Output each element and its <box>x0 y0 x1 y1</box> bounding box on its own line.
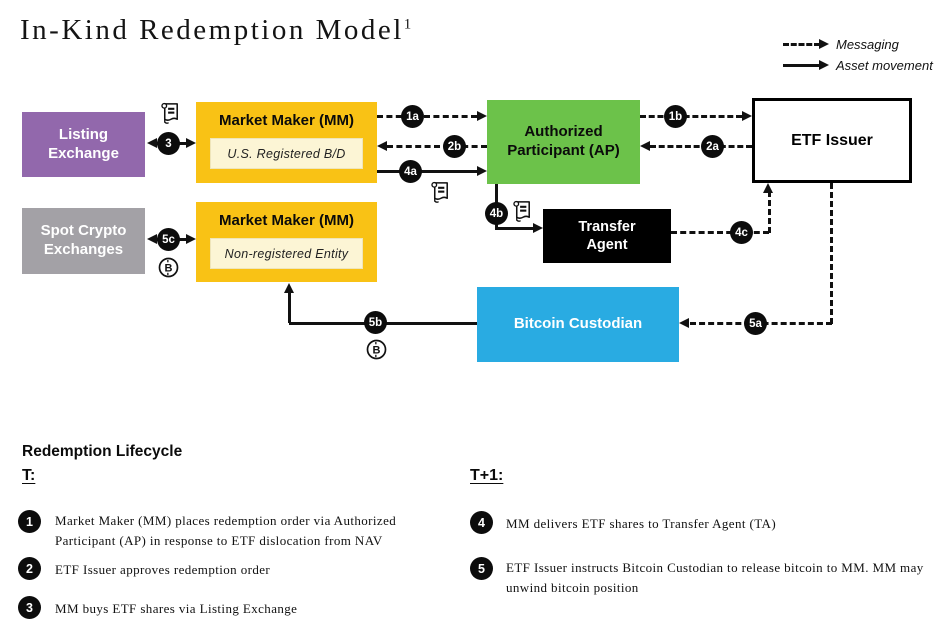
lifecycle-step-badge: 3 <box>18 596 41 619</box>
step-badge-4a: 4a <box>399 160 422 183</box>
edge-5c-left-arrowhead-icon <box>147 234 157 244</box>
node-market-maker-nonregistered: Market Maker (MM) Non-registered Entity <box>196 202 377 282</box>
step-badge-2a: 2a <box>701 135 724 158</box>
bitcoin-icon: B <box>158 257 179 283</box>
step-badge-5b: 5b <box>364 311 387 334</box>
edge-1a-line <box>377 115 477 118</box>
svg-text:B: B <box>373 345 381 357</box>
step-badge-1b: 1b <box>664 105 687 128</box>
edge-1b-line <box>640 115 742 118</box>
edge-4c-line <box>671 231 769 234</box>
market-maker-nonregistered-subtitle: Non-registered Entity <box>210 238 363 269</box>
market-maker-registered-title: Market Maker (MM) <box>218 112 355 129</box>
lifecycle-step-badge: 1 <box>18 510 41 533</box>
edge-3-left-arrowhead-icon <box>147 138 157 148</box>
step-badge-1a: 1a <box>401 105 424 128</box>
edge-5a-vertical-line <box>830 183 833 324</box>
lifecycle-step-text: MM buys ETF shares via Listing Exchange <box>55 601 298 616</box>
step-badge-4c: 4c <box>730 221 753 244</box>
edge-5a-arrowhead-icon <box>679 318 689 328</box>
legend-messaging-arrowhead-icon <box>819 39 829 49</box>
edge-4a-line <box>377 170 477 173</box>
lifecycle-t-heading: T: <box>22 467 36 484</box>
edge-4b-line <box>495 227 533 230</box>
node-spot-crypto-exchanges: Spot Crypto Exchanges <box>22 208 145 274</box>
edge-2b-arrowhead-icon <box>377 141 387 151</box>
step-badge-5c: 5c <box>157 228 180 251</box>
lifecycle-step-text: Market Maker (MM) places redemption orde… <box>55 513 397 548</box>
scroll-icon <box>511 199 534 229</box>
node-listing-exchange: Listing Exchange <box>22 112 145 177</box>
step-badge-4b: 4b <box>485 202 508 225</box>
lifecycle-step-badge: 2 <box>18 557 41 580</box>
node-authorized-participant: Authorized Participant (AP) <box>487 100 640 184</box>
edge-2b-line <box>387 145 487 148</box>
legend-asset-solid-line <box>783 64 820 67</box>
edge-4c-arrowhead-icon <box>763 183 773 193</box>
edge-4b-arrowhead-icon <box>533 223 543 233</box>
lifecycle-step-text: ETF Issuer instructs Bitcoin Custodian t… <box>506 560 924 595</box>
market-maker-registered-subtitle: U.S. Registered B/D <box>210 138 363 169</box>
step-badge-5a: 5a <box>744 312 767 335</box>
edge-5c-right-arrowhead-icon <box>186 234 196 244</box>
edge-1a-arrowhead-icon <box>477 111 487 121</box>
node-bitcoin-custodian: Bitcoin Custodian <box>477 287 679 362</box>
bitcoin-icon: B <box>366 339 387 365</box>
edge-1b-arrowhead-icon <box>742 111 752 121</box>
edge-4a-arrowhead-icon <box>477 166 487 176</box>
lifecycle-step-badge: 4 <box>470 511 493 534</box>
page-title: In-Kind Redemption Model1 <box>20 14 411 47</box>
lifecycle-step-text: MM delivers ETF shares to Transfer Agent… <box>506 516 777 531</box>
market-maker-nonregistered-title: Market Maker (MM) <box>218 212 355 229</box>
lifecycle-step-text: ETF Issuer approves redemption order <box>55 562 271 577</box>
page-title-text: In-Kind Redemption Model <box>20 14 404 46</box>
edge-2a-arrowhead-icon <box>640 141 650 151</box>
step-badge-2b: 2b <box>443 135 466 158</box>
edge-3-right-arrowhead-icon <box>186 138 196 148</box>
scroll-icon <box>429 180 452 210</box>
legend-messaging-dashed-line <box>783 43 820 46</box>
node-etf-issuer: ETF Issuer <box>752 98 912 183</box>
lifecycle-step-badge: 5 <box>470 557 493 580</box>
node-transfer-agent: Transfer Agent <box>543 209 671 263</box>
legend-asset-label: Asset movement <box>836 58 933 73</box>
edge-5b-vertical-line <box>288 292 291 323</box>
node-market-maker-registered: Market Maker (MM) U.S. Registered B/D <box>196 102 377 183</box>
legend-asset-arrowhead-icon <box>819 60 829 70</box>
svg-text:B: B <box>165 263 173 275</box>
scroll-icon <box>159 101 182 131</box>
lifecycle-t1-heading: T+1: <box>470 467 504 484</box>
step-badge-3: 3 <box>157 132 180 155</box>
edge-5b-arrowhead-icon <box>284 283 294 293</box>
lifecycle-heading: Redemption Lifecycle <box>22 443 183 460</box>
title-footnote-marker: 1 <box>403 16 412 33</box>
legend-messaging-label: Messaging <box>836 37 899 52</box>
edge-4c-vertical-line <box>768 191 771 233</box>
